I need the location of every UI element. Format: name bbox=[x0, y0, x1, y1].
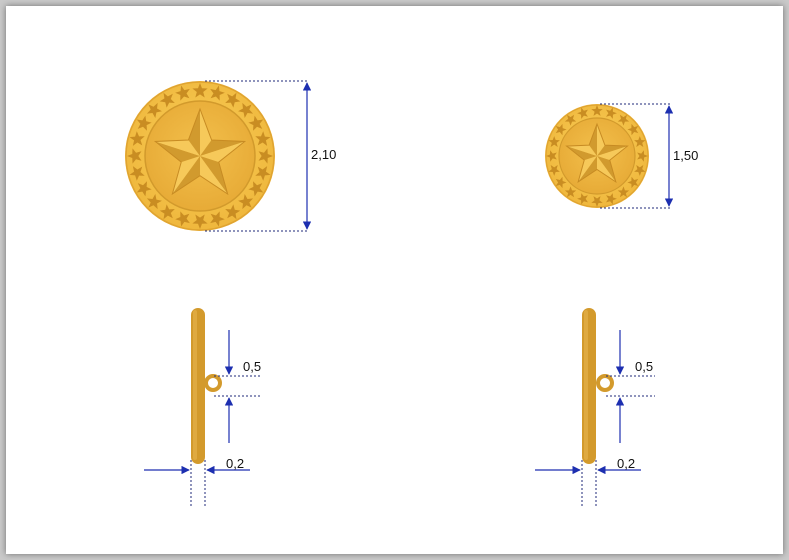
ring-star bbox=[606, 193, 617, 205]
ring-star bbox=[129, 166, 145, 181]
star-outline bbox=[153, 107, 247, 196]
ring-star bbox=[617, 186, 630, 198]
small-thickness-label: 0,2 bbox=[617, 456, 635, 471]
ring-star bbox=[564, 114, 577, 126]
star-facet bbox=[172, 156, 200, 195]
star-facet bbox=[589, 124, 597, 156]
ring-star bbox=[634, 165, 646, 176]
ring-star bbox=[591, 105, 603, 116]
large-leg-gap-label: 0,5 bbox=[243, 359, 261, 374]
star-facet bbox=[597, 124, 605, 156]
small-leg-gap-dimension: 0,5 bbox=[606, 330, 655, 443]
ring-star bbox=[159, 92, 175, 108]
ring-star bbox=[591, 196, 603, 207]
star-emblem-icon bbox=[153, 107, 247, 196]
ring-star bbox=[248, 181, 264, 197]
star-facet bbox=[188, 109, 200, 156]
ring-star bbox=[617, 114, 630, 126]
ring-star bbox=[548, 136, 560, 147]
small-ring-stars bbox=[546, 105, 648, 207]
ring-star bbox=[159, 204, 175, 220]
large-diameter-label: 2,10 bbox=[311, 147, 336, 162]
star-facet bbox=[597, 156, 616, 182]
small-thickness-dimension: 0,2 bbox=[535, 456, 641, 508]
ring-star bbox=[225, 92, 241, 108]
small-diameter-label: 1,50 bbox=[673, 148, 698, 163]
star-facet bbox=[597, 145, 628, 156]
ring-star bbox=[225, 204, 241, 220]
star-facet bbox=[597, 146, 628, 161]
large-button-profile bbox=[191, 308, 222, 464]
star-facet bbox=[566, 146, 597, 161]
ring-star bbox=[127, 148, 142, 164]
ring-star bbox=[238, 194, 254, 210]
star-facet bbox=[200, 156, 228, 195]
ring-star bbox=[175, 211, 190, 227]
ring-star bbox=[255, 166, 271, 181]
ring-star bbox=[192, 83, 208, 98]
star-facet bbox=[200, 156, 228, 195]
star-facet bbox=[155, 140, 200, 156]
ring-star bbox=[627, 123, 639, 136]
small-button-face bbox=[545, 104, 649, 208]
ring-star bbox=[210, 211, 225, 227]
ring-star bbox=[627, 176, 639, 189]
ring-star bbox=[548, 165, 560, 176]
ring-star bbox=[546, 150, 557, 162]
star-outline bbox=[565, 122, 629, 184]
large-diameter-dimension: 2,10 bbox=[205, 80, 336, 232]
star-facet bbox=[597, 156, 616, 182]
large-leg-gap-dimension: 0,5 bbox=[214, 330, 262, 443]
ring-star bbox=[555, 123, 567, 136]
ring-star bbox=[634, 136, 646, 147]
large-button-face bbox=[125, 81, 275, 231]
ring-star bbox=[248, 115, 264, 131]
shank-loop-icon bbox=[204, 374, 222, 392]
star-emblem-icon bbox=[565, 122, 629, 184]
star-facet bbox=[566, 145, 597, 156]
star-facet bbox=[578, 156, 597, 182]
ring-star bbox=[258, 148, 273, 164]
star-facet bbox=[200, 141, 245, 163]
ring-star bbox=[146, 102, 162, 118]
ring-star bbox=[136, 115, 152, 131]
shank-loop-icon bbox=[596, 374, 614, 392]
ring-star bbox=[129, 131, 145, 146]
large-thickness-dimension: 0,2 bbox=[144, 456, 250, 508]
ring-star bbox=[146, 194, 162, 210]
ring-star bbox=[210, 85, 225, 101]
ring-star bbox=[606, 107, 617, 119]
star-facet bbox=[172, 156, 200, 195]
ring-star bbox=[577, 193, 588, 205]
small-button-profile bbox=[582, 308, 614, 464]
ring-star bbox=[238, 102, 254, 118]
star-facet bbox=[578, 156, 597, 182]
star-facet bbox=[200, 109, 212, 156]
ring-star bbox=[175, 85, 190, 101]
ring-star bbox=[255, 131, 271, 146]
small-diameter-dimension: 1,50 bbox=[600, 103, 698, 209]
star-facet bbox=[155, 141, 200, 163]
ring-star bbox=[637, 150, 648, 162]
large-thickness-label: 0,2 bbox=[226, 456, 244, 471]
ring-star bbox=[136, 181, 152, 197]
star-facet bbox=[200, 140, 245, 156]
ring-star bbox=[564, 186, 577, 198]
ring-star bbox=[192, 214, 208, 229]
drawing-sheet bbox=[6, 6, 783, 554]
large-ring-stars bbox=[127, 83, 273, 229]
ring-star bbox=[555, 176, 567, 189]
small-leg-gap-label: 0,5 bbox=[635, 359, 653, 374]
ring-star bbox=[577, 107, 588, 119]
